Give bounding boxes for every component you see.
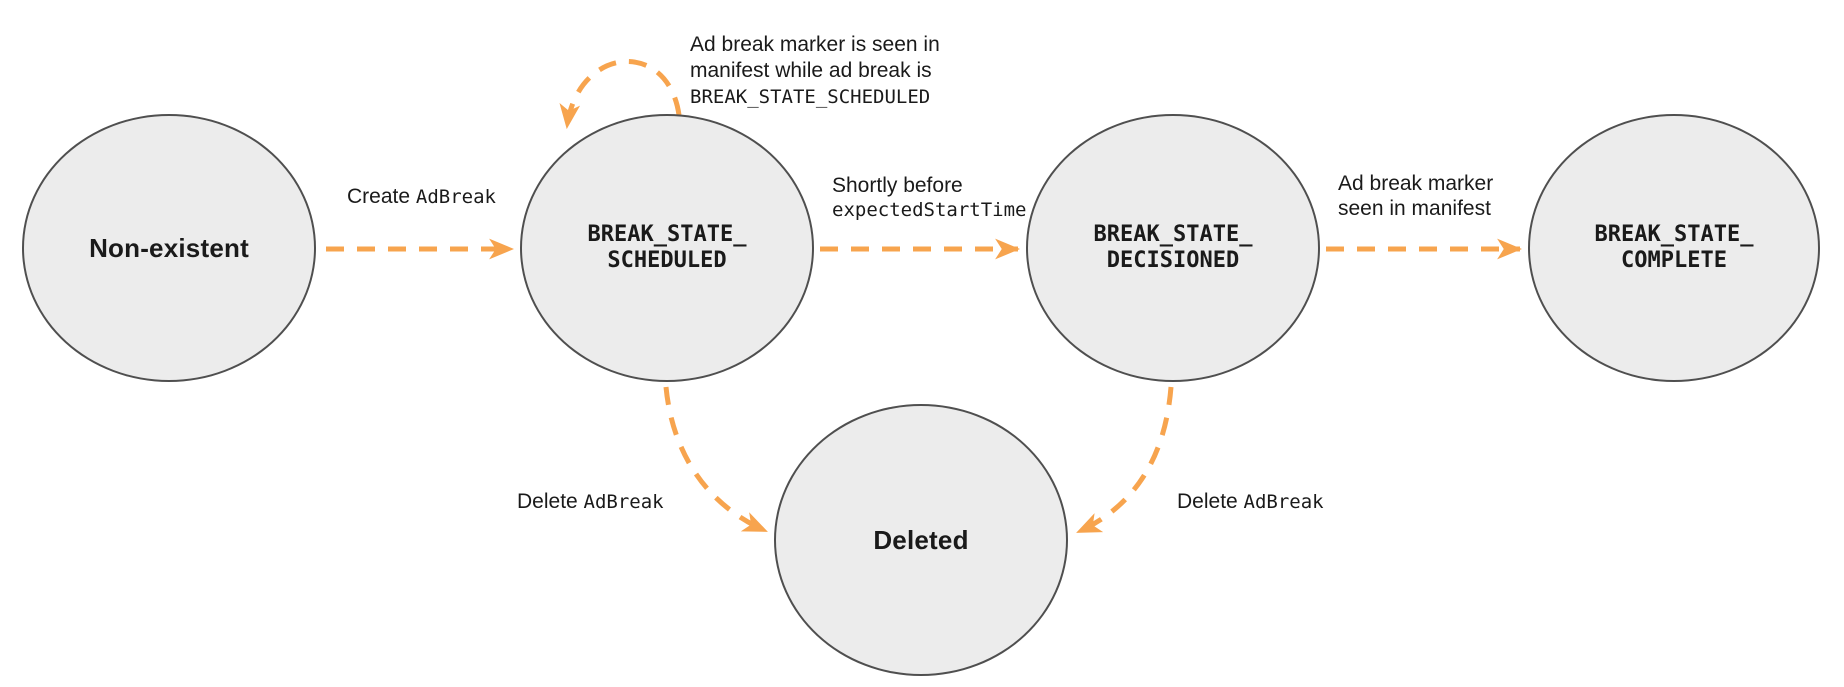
state-break-state-scheduled: BREAK_STATE_ SCHEDULED — [520, 114, 814, 382]
label-delete-left-code: AdBreak — [583, 491, 664, 513]
state-decisioned-label-line1: BREAK_STATE_ — [1093, 222, 1253, 247]
label-self-loop: Ad break marker is seen in manifest whil… — [690, 32, 940, 110]
label-delete-left-text: Delete — [517, 490, 584, 513]
state-scheduled-label-line1: BREAK_STATE_ — [587, 222, 747, 247]
state-non-existent-label: Non-existent — [89, 232, 249, 263]
label-delete-adbreak-right: Delete AdBreak — [1177, 489, 1324, 515]
label-create-adbreak-code: AdBreak — [415, 186, 496, 208]
state-complete-label-line1: BREAK_STATE_ — [1594, 222, 1754, 247]
label-self-loop-line2: manifest while ad break is — [690, 59, 932, 82]
state-non-existent: Non-existent — [22, 114, 316, 382]
state-complete-label-line2: COMPLETE — [1621, 248, 1727, 273]
label-marker-seen-line1: Ad break marker — [1338, 172, 1494, 195]
label-delete-right-text: Delete — [1177, 490, 1244, 513]
label-marker-seen-line2: seen in manifest — [1338, 197, 1491, 220]
edge-scheduled-to-deleted — [663, 386, 768, 534]
edge-decisioned-to-deleted — [1076, 386, 1174, 535]
state-deleted: Deleted — [774, 404, 1068, 676]
label-shortly-before: Shortly before expectedStartTime — [832, 173, 1026, 223]
label-self-loop-line1: Ad break marker is seen in — [690, 33, 940, 56]
state-deleted-label: Deleted — [873, 524, 969, 555]
label-delete-right-code: AdBreak — [1243, 491, 1324, 513]
label-create-adbreak-text: Create — [347, 185, 416, 208]
label-create-adbreak: Create AdBreak — [347, 184, 496, 210]
state-decisioned-label-line2: DECISIONED — [1106, 248, 1240, 273]
label-marker-seen: Ad break marker seen in manifest — [1338, 171, 1493, 221]
state-scheduled-label-line2: SCHEDULED — [607, 248, 727, 273]
label-shortly-before-line1: Shortly before — [832, 174, 963, 197]
label-shortly-before-code: expectedStartTime — [832, 199, 1027, 221]
label-delete-adbreak-left: Delete AdBreak — [517, 489, 664, 515]
state-break-state-complete: BREAK_STATE_ COMPLETE — [1528, 114, 1820, 382]
state-break-state-decisioned: BREAK_STATE_ DECISIONED — [1026, 114, 1320, 382]
label-self-loop-code: BREAK_STATE_SCHEDULED — [690, 86, 931, 108]
